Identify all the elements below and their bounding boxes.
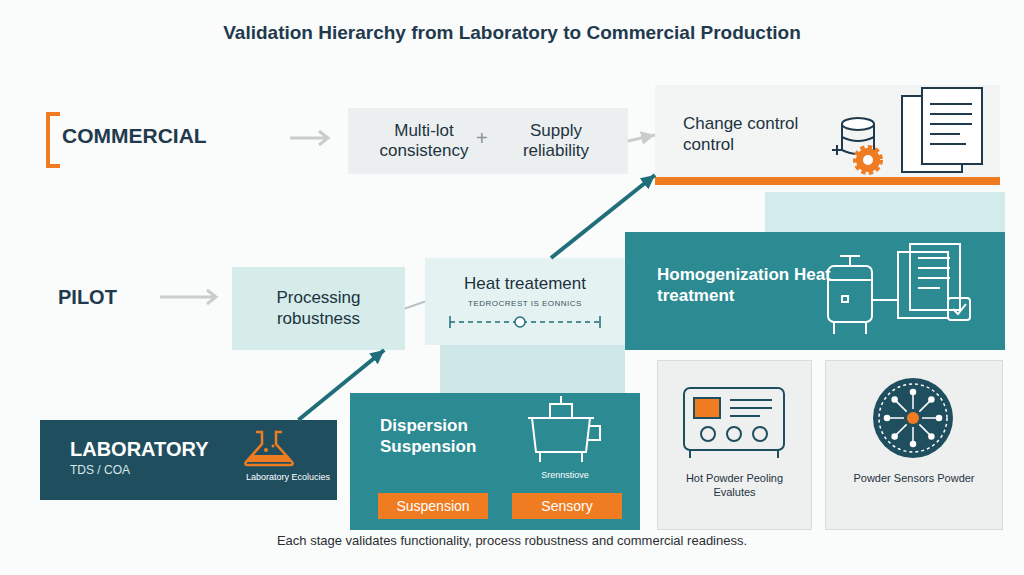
box-note: Supply reliability: [500, 121, 612, 162]
label-wrap: +: [476, 127, 488, 150]
equipment-icon-part: [872, 299, 898, 301]
sensor-icon-part: [879, 384, 947, 452]
dashed-scale-part: [515, 317, 525, 327]
flask-icon-part: [245, 432, 292, 465]
diagram-title: Validation Hierarchy from Laboratory to …: [0, 22, 1024, 44]
title-wrap: Validation Hierarchy from Laboratory to …: [0, 22, 1024, 44]
mixer-icon-part: [540, 452, 582, 462]
label-wrap: COMMERCIAL: [62, 124, 207, 148]
box-heading: Powder Sensors Powder: [836, 471, 992, 485]
control-icons-part: [922, 88, 982, 164]
equipment-icon-part: [948, 298, 970, 320]
box-heading: Suspension: [396, 498, 469, 514]
control-icons-part: [856, 148, 880, 172]
equipment-icon-part: [918, 258, 950, 288]
control-icons: [832, 88, 982, 172]
box-heading: Heat treatement: [431, 274, 619, 294]
dashed-scale-part: [449, 316, 451, 328]
sensor-icon-part: [885, 390, 942, 447]
tier-arrow-part: [160, 290, 216, 304]
equipment-icon-part: [842, 296, 848, 302]
mixer-icon-part: [588, 426, 600, 440]
mixer-icon-part: [528, 417, 594, 419]
machine-icon-part: [701, 427, 715, 441]
tier-label: COMMERCIAL: [62, 124, 207, 148]
stage-box: Dispersion SuspensionSrennstioveSuspensi…: [350, 393, 640, 530]
sensor-icon-part-part: [937, 416, 942, 421]
box-heading: Hot Powder Peoling Evalutes: [668, 471, 801, 500]
step-block-part: [440, 345, 625, 393]
box-note: Laboratory Ecolucies: [238, 472, 338, 482]
control-icons-part: [842, 118, 874, 130]
tier-label: PILOT: [58, 286, 117, 309]
stage-box: Hot Powder Peoling Evalutes: [657, 360, 812, 530]
mixer-icon-part: [550, 404, 572, 418]
box-note: Srennstiove: [520, 470, 610, 480]
sensor-icon-part-part: [892, 434, 897, 439]
dashed-scale-part: [599, 316, 601, 328]
tier-bracket: [48, 114, 60, 166]
sensor-icon-part-part: [911, 442, 916, 447]
box-heading: LABORATORY: [70, 438, 337, 461]
machine-icon: [684, 388, 784, 458]
machine-icon-part: [727, 427, 741, 441]
tag-box: Sensory: [512, 493, 622, 519]
diagram-caption: Each stage validates functionality, proc…: [0, 533, 1024, 548]
equipment-icon-part: [910, 244, 960, 310]
sensor-icon-part-part: [911, 390, 916, 395]
equipment-icon: [828, 244, 970, 334]
dashed-scale: [450, 316, 600, 328]
flow-arrow: [551, 175, 655, 258]
sensor-icon: [873, 378, 953, 458]
equipment-icon-part: [898, 252, 948, 318]
sensor-icon-part: [907, 412, 919, 424]
mixer-icon: [528, 396, 600, 462]
flow-arrow: [628, 135, 655, 141]
machine-icon-part: [694, 398, 720, 418]
stage-box: LABORATORYTDS / COALaboratory Ecolucies: [40, 420, 337, 500]
machine-icon-part: [753, 427, 767, 441]
flask-icon-part: [264, 448, 268, 452]
tier-bracket-part: [48, 114, 60, 166]
box-heading: Processing robustness: [244, 288, 394, 329]
box-heading: Change control control: [683, 113, 843, 156]
stage-box: Heat treatementTEDROCREST IS EONNICS: [425, 258, 625, 345]
control-icons-part: [930, 104, 972, 144]
flask-icon-part: [272, 445, 275, 448]
sensor-icon-part-part: [929, 397, 934, 402]
stage-box: Processing robustness: [232, 267, 405, 350]
mixer-icon-part: [560, 396, 562, 404]
control-icons-part: [832, 145, 842, 155]
sensor-icon-part-part: [892, 397, 897, 402]
tier-label: +: [476, 127, 488, 150]
box-heading: Multi-lot consistency: [364, 121, 484, 162]
machine-icon-part: [730, 400, 772, 416]
equipment-icon-part: [834, 322, 866, 334]
box-note: TEDROCREST IS EONNICS: [431, 299, 619, 308]
equipment-icon-part: [953, 304, 966, 314]
sensor-icon-part-part: [885, 416, 890, 421]
label-wrap: PILOT: [58, 286, 117, 309]
control-icons-part: [863, 155, 873, 165]
tier-arrow-part: [290, 131, 328, 145]
machine-icon-part: [684, 388, 784, 450]
box-heading: Homogenization Heat treatment: [657, 264, 847, 307]
flow-arrow: [405, 302, 425, 309]
mixer-icon-part: [532, 418, 590, 452]
equipment-icon-part: [828, 256, 872, 280]
tag-box: Suspension: [378, 493, 488, 519]
flow-arrow: [298, 350, 384, 420]
flask-icon: [245, 432, 292, 465]
sensor-icon-part-part: [929, 434, 934, 439]
equipment-icon-part: [828, 266, 872, 322]
stage-box: Multi-lot consistency Supply reliability: [348, 108, 628, 174]
sensor-icon-part: [873, 378, 953, 458]
box-heading: Dispersion Suspension: [380, 415, 520, 458]
box-heading: Sensory: [541, 498, 592, 514]
flask-icon-part: [247, 455, 291, 462]
step-block-part: [765, 192, 1005, 232]
caption-wrap: Each stage validates functionality, proc…: [0, 533, 1024, 548]
machine-icon-part: [690, 450, 778, 458]
